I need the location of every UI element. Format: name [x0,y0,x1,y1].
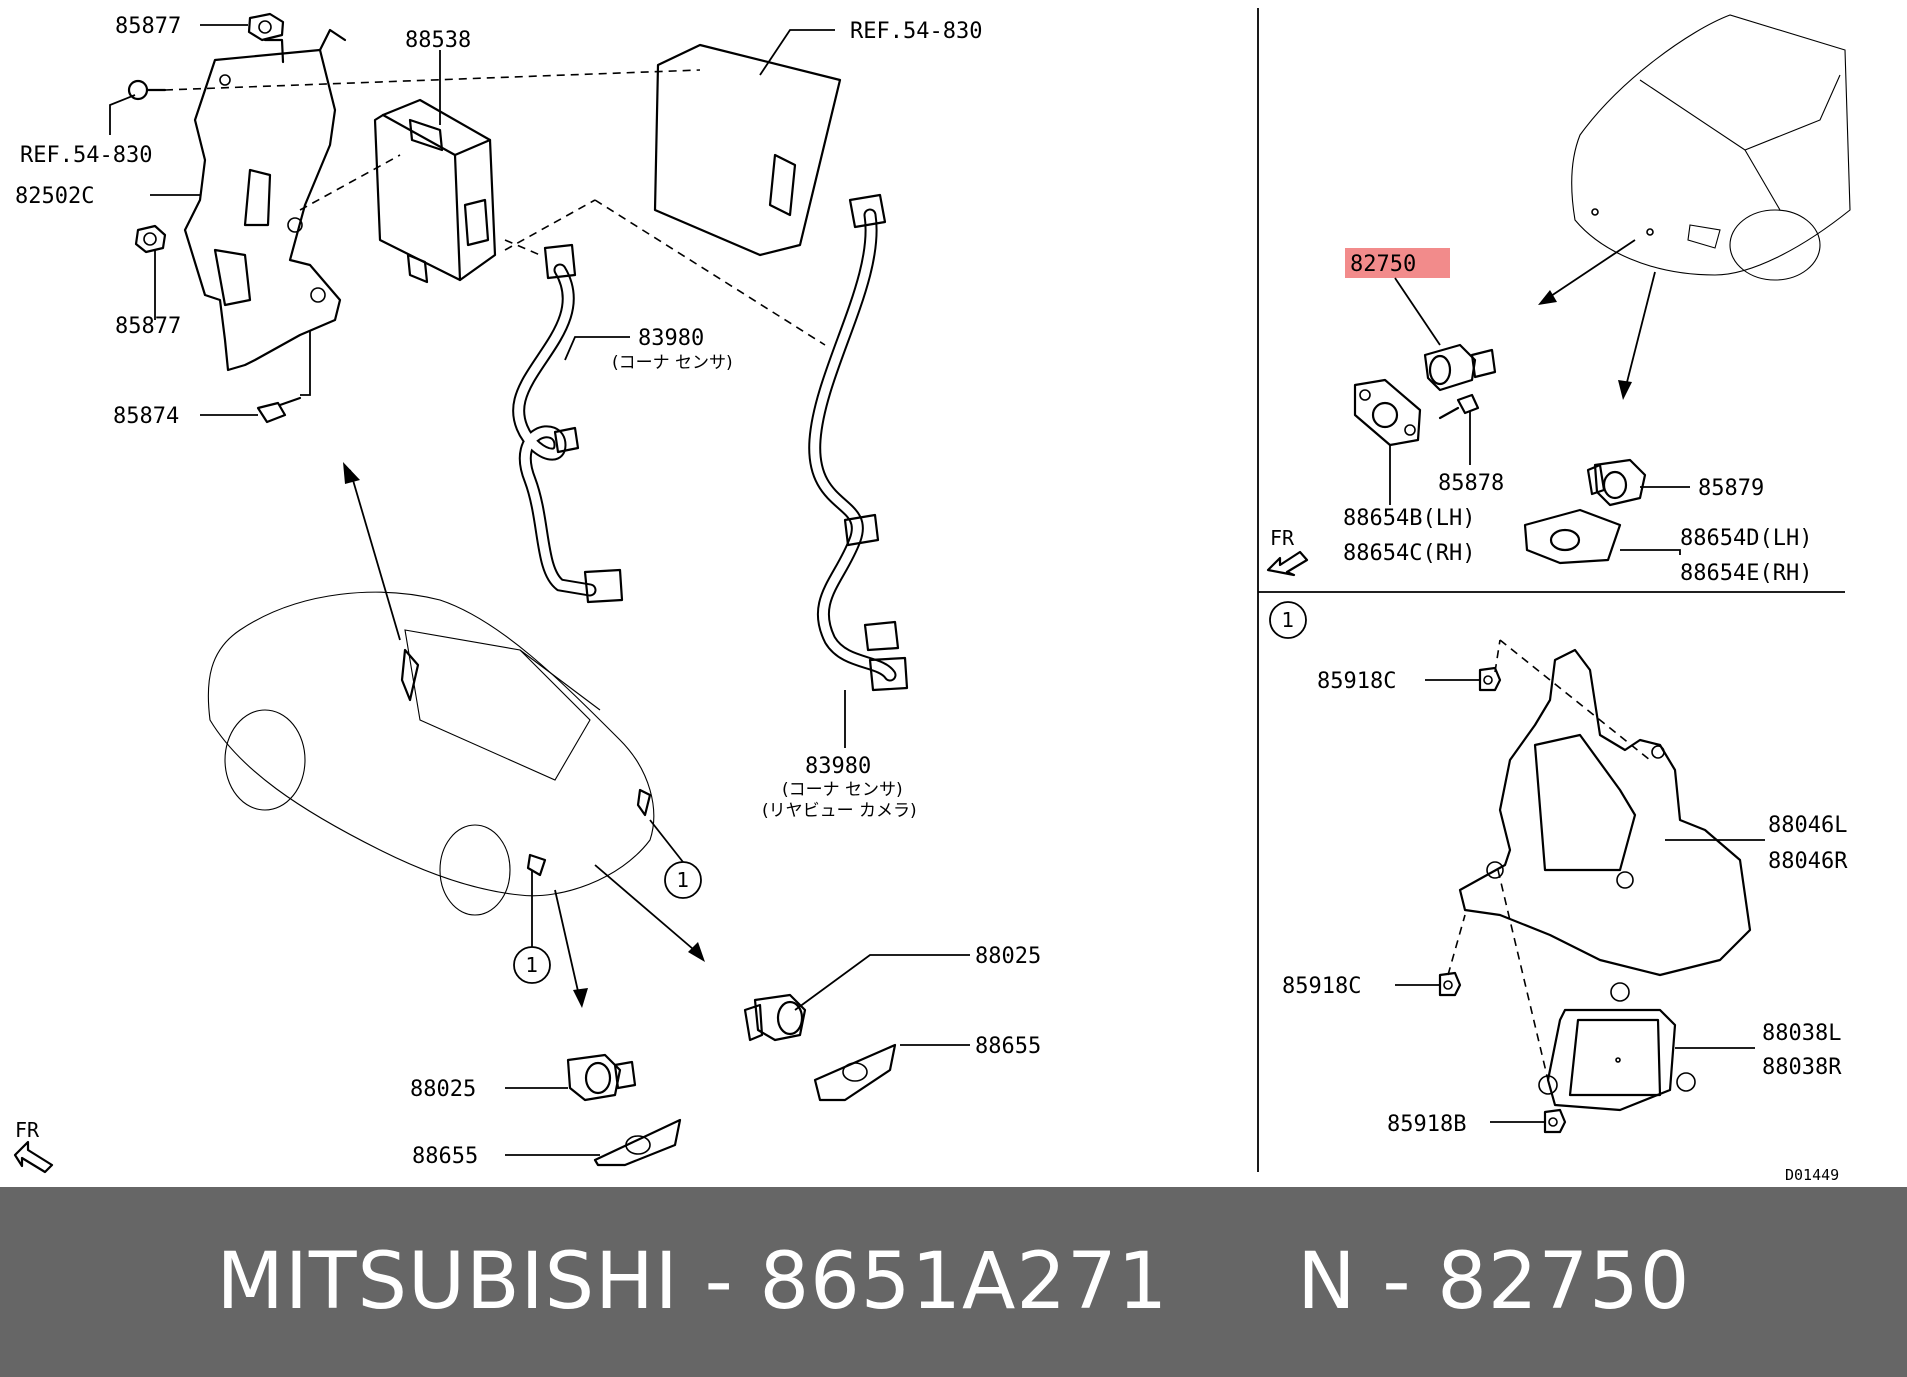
arrows-right [1538,239,1656,400]
label-85877-bottom: 85877 [115,314,181,339]
label-88046l: 88046L [1768,813,1847,838]
label-88654b: 88654B(LH) [1343,506,1475,531]
label-88046r: 88046R [1768,849,1848,874]
label-88538: 88538 [405,28,471,53]
sensor-82750 [1423,343,1497,392]
label-85918b: 85918B [1387,1112,1466,1137]
svg-text:1: 1 [1282,608,1295,632]
label-88654c: 88654C(RH) [1343,541,1475,566]
holder-88654b [1353,378,1422,447]
module-88038 [1538,982,1696,1112]
screw-85878 [1438,393,1480,420]
vehicle-front-view [1571,14,1851,281]
sensor-88025-right [743,993,807,1042]
callout-circle-1b: 1 [513,870,551,984]
vehicle-rear-view [207,591,655,916]
label-ref-54-830-left: REF.54-830 [20,143,152,168]
label-88655-right: 88655 [975,1034,1041,1059]
label-82502c: 82502C [15,184,94,209]
label-83980-b-sub1: (コーナ センサ) [782,780,903,800]
nut-85918c-2 [1438,971,1462,997]
svg-text:1: 1 [526,953,539,977]
label-ref-54-830-top: REF.54-830 [850,19,982,44]
nut-85877-top [247,12,285,42]
sensor-85879 [1586,458,1647,507]
footer-banner: MITSUBISHI - 8651A271 N - 82750 [0,1187,1907,1377]
label-83980-b: 83980 [805,754,871,779]
ecu-ref-54-830 [653,43,842,257]
leader-lines-left [109,24,970,1156]
label-85877-top: 85877 [115,14,181,39]
bracket-82502c [183,28,347,372]
label-83980-a: 83980 [638,326,704,351]
bezel-88655-left [593,1118,682,1167]
sensor-88025-left [566,1053,637,1102]
nut-85877-bottom [134,224,167,254]
highlight-82750 [1345,248,1450,278]
part-labels: 85877 88538 REF.54-830 REF.54-830 82502C… [15,14,1848,1184]
label-88655-left: 88655 [412,1144,478,1169]
label-88025-right: 88025 [975,944,1041,969]
fr-arrow-left: FR [13,1118,54,1174]
control-module-88538 [373,98,497,284]
diagram-code: D01449 [1785,1166,1839,1184]
wire-harness-83980-b [808,193,909,692]
label-85879: 85879 [1698,476,1764,501]
callout-circle-1a: 1 [649,819,702,899]
callout-circle-1-header: 1 [1269,601,1307,639]
label-88038l: 88038L [1762,1021,1841,1046]
label-85874: 85874 [113,404,179,429]
bracket-88046 [1458,648,1752,977]
label-88654d: 88654D(LH) [1680,526,1812,551]
clip-ref-54-830 [127,79,167,101]
label-85878: 85878 [1438,471,1504,496]
leader-lines-right-top [1389,277,1690,555]
label-83980-b-sub2: (リヤビュー カメラ) [762,801,917,821]
fr-arrow-right: FR [1266,526,1309,577]
arrows-left [343,462,705,1008]
label-88038r: 88038R [1762,1055,1842,1080]
dashed-leaders [164,69,826,346]
label-88654e: 88654E(RH) [1680,561,1812,586]
leader-lines-right-bottom [1395,639,1765,1123]
wire-harness-83980-a [512,243,624,604]
svg-text:FR: FR [1270,526,1295,550]
bolt-85874 [256,396,302,424]
svg-text:1: 1 [677,868,690,892]
label-85918c-1: 85918C [1317,669,1396,694]
label-82750: 82750 [1350,252,1416,277]
label-88025-left: 88025 [410,1077,476,1102]
footer-part-number: MITSUBISHI - 8651A271 N - 82750 [216,1237,1691,1327]
svg-text:FR: FR [15,1118,40,1142]
exploded-parts-diagram: 1 1 FR [13,8,1851,1184]
label-85918c-2: 85918C [1282,974,1361,999]
bezel-88654d [1523,508,1622,565]
nut-85918c-1 [1478,666,1502,692]
label-83980-a-sub: (コーナ センサ) [612,353,733,373]
nut-85918b [1543,1108,1567,1134]
bezel-88655-right [813,1043,897,1102]
